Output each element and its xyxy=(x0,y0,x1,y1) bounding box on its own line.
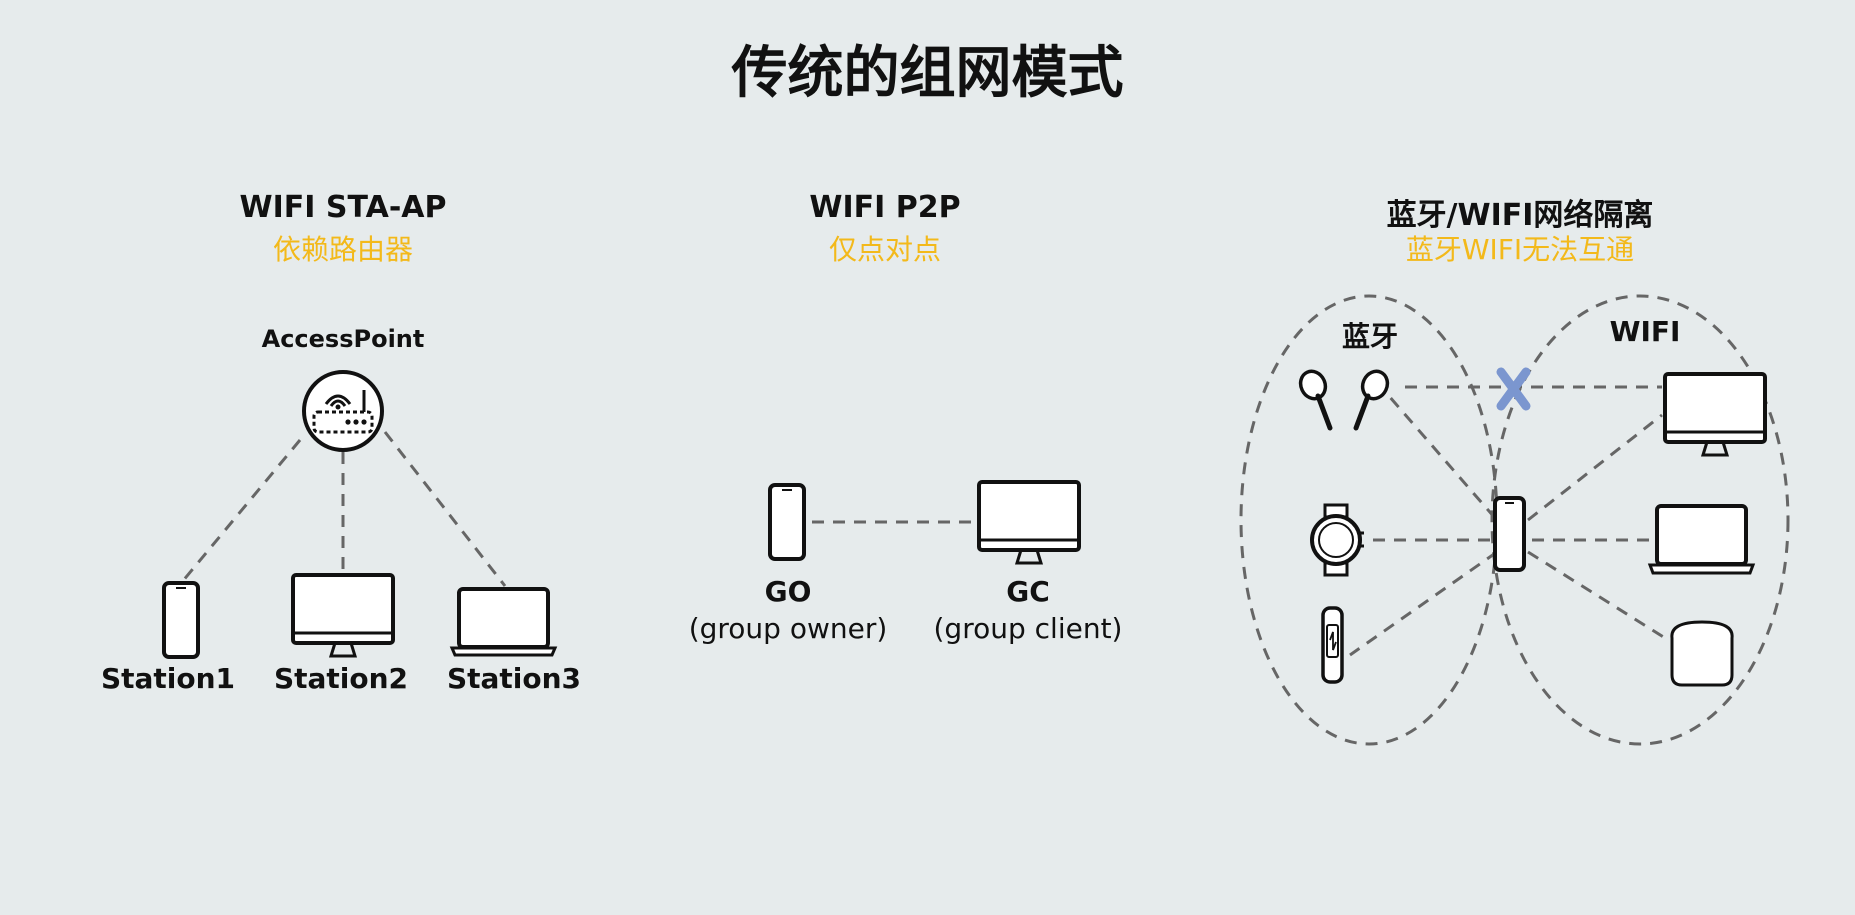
wifi-group-label: WIFI xyxy=(1609,315,1681,348)
phone-icon xyxy=(162,581,200,659)
section-isolation-subtitle: 蓝牙WIFI无法互通 xyxy=(1405,233,1635,266)
link-hub-earbuds xyxy=(1380,387,1497,519)
earbuds-icon xyxy=(1298,369,1390,431)
laptop-icon xyxy=(1647,504,1756,575)
band-icon xyxy=(1321,606,1344,684)
bluetooth-group-label: 蓝牙 xyxy=(1341,320,1398,353)
page-title: 传统的组网模式 xyxy=(731,41,1124,106)
access-point-label: AccessPoint xyxy=(261,325,425,353)
router-icon xyxy=(302,370,384,452)
link-hub-monitor xyxy=(1527,413,1663,522)
section-isolation-title: 蓝牙/WIFI网络隔离 xyxy=(1386,198,1654,233)
go-label: GO xyxy=(764,575,812,608)
link-hub-band xyxy=(1349,550,1498,657)
monitor-icon xyxy=(977,480,1081,565)
gc-label: GC xyxy=(1006,575,1050,608)
section-p2p-subtitle: 仅点对点 xyxy=(828,233,941,266)
laptop-icon xyxy=(449,587,558,657)
phone-icon xyxy=(1493,496,1526,572)
section-sta-ap-title: WIFI STA-AP xyxy=(239,190,447,225)
speaker-icon xyxy=(1670,620,1734,687)
wifi-group-ellipse xyxy=(1490,294,1790,746)
gc-description: (group client) xyxy=(933,612,1123,645)
link-hub-speaker xyxy=(1527,550,1666,640)
station3-label: Station3 xyxy=(446,662,582,695)
watch-icon xyxy=(1310,503,1364,577)
monitor-icon xyxy=(291,573,395,658)
link-ap-station3 xyxy=(383,431,507,587)
phone-icon xyxy=(768,483,806,561)
link-ap-station1 xyxy=(180,439,302,583)
station2-label: Station2 xyxy=(273,662,409,695)
monitor-icon xyxy=(1663,372,1767,457)
cross-icon xyxy=(1496,367,1531,411)
bluetooth-group-ellipse xyxy=(1239,294,1499,746)
section-p2p-title: WIFI P2P xyxy=(809,190,961,225)
go-description: (group owner) xyxy=(688,612,888,645)
station1-label: Station1 xyxy=(100,662,236,695)
section-sta-ap-subtitle: 依赖路由器 xyxy=(272,233,413,266)
